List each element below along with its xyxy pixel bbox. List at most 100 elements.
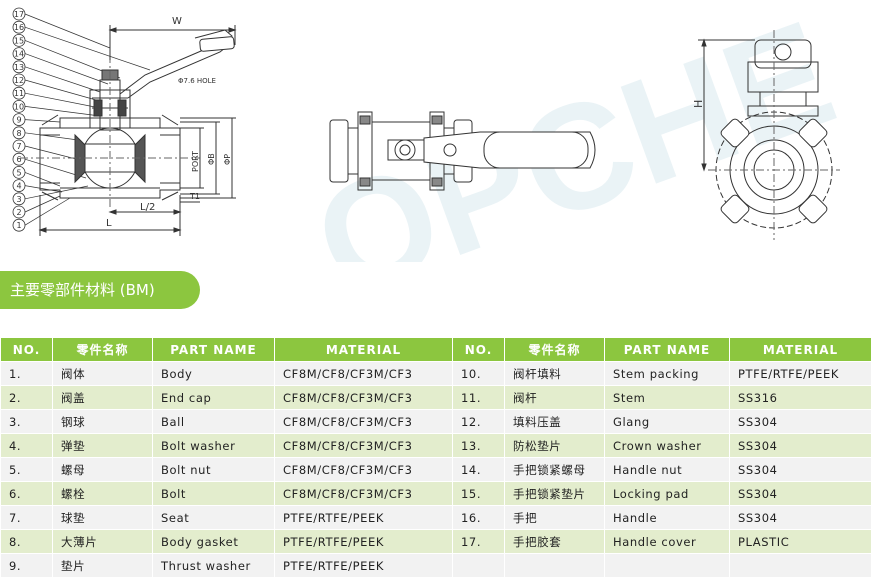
cell-part-name-cn-2 (504, 553, 605, 578)
balloon-label: 5 (16, 168, 21, 177)
balloon-label: 14 (14, 50, 24, 59)
part-balloon: 1 (12, 197, 71, 232)
balloon-label: 17 (14, 10, 24, 19)
header-no: NO. (0, 337, 53, 362)
watermark-text: OPCHE (295, 0, 854, 262)
balloon-label: 10 (14, 102, 24, 111)
cell-no: 9. (0, 553, 53, 578)
cell-material: PTFE/RTFE/PEEK (274, 505, 453, 530)
cell-part-name-cn: 球垫 (52, 505, 153, 530)
cell-part-name-cn-2: 阀杆 (504, 385, 605, 410)
header-material-2: MATERIAL (729, 337, 871, 362)
part-balloon: 2 (12, 195, 61, 219)
cell-material: CF8M/CF8/CF3M/CF3 (274, 361, 453, 386)
balloon-label: 16 (14, 23, 24, 32)
cell-no-2: 14. (452, 457, 505, 482)
cell-material-2: PTFE/RTFE/PEEK (729, 361, 871, 386)
part-balloon: 10 (12, 100, 101, 117)
part-balloon: 9 (12, 113, 61, 126)
balloon-label: 11 (14, 89, 24, 98)
cell-material: CF8M/CF8/CF3M/CF3 (274, 481, 453, 506)
cell-no: 3. (0, 409, 53, 434)
dim-w-label: W (172, 16, 182, 27)
cell-no-2: 16. (452, 505, 505, 530)
cell-material-2: SS304 (729, 433, 871, 458)
cell-part-name-cn: 垫片 (52, 553, 153, 578)
dim-b-label: ΦB (207, 153, 216, 165)
cell-part-name-2: Crown washer (604, 433, 730, 458)
parts-material-table: NO. 零件名称 PART NAME MATERIAL NO. 零件名称 PAR… (0, 337, 871, 578)
cell-part-name-cn: 螺栓 (52, 481, 153, 506)
dim-p-label: ΦP (223, 154, 232, 165)
balloon-label: 15 (14, 36, 24, 45)
cell-no-2: 15. (452, 481, 505, 506)
cell-part-name-cn: 弹垫 (52, 433, 153, 458)
cell-part-name-cn: 阀盖 (52, 385, 153, 410)
cell-material: CF8M/CF8/CF3M/CF3 (274, 433, 453, 458)
cell-no: 2. (0, 385, 53, 410)
side-view (329, 111, 596, 191)
header-part-name-cn: 零件名称 (52, 337, 153, 362)
part-balloon: 8 (12, 126, 79, 141)
balloon-label: 4 (16, 182, 21, 191)
cell-part-name: Body gasket (152, 529, 275, 554)
balloon-label: 9 (16, 116, 21, 125)
cell-part-name-2: Glang (604, 409, 730, 434)
cell-material: PTFE/RTFE/PEEK (274, 553, 453, 578)
header-part-name-cn-2: 零件名称 (504, 337, 605, 362)
header-part-name: PART NAME (152, 337, 275, 362)
part-balloon: 16 (12, 20, 151, 71)
cell-material-2: SS304 (729, 505, 871, 530)
cell-part-name-2: Stem packing (604, 361, 730, 386)
cell-part-name-cn-2: 手把 (504, 505, 605, 530)
cell-part-name-cn-2: 手把锁紧螺母 (504, 457, 605, 482)
cell-no: 7. (0, 505, 53, 530)
cell-part-name: Ball (152, 409, 275, 434)
cell-part-name: End cap (152, 385, 275, 410)
part-balloon: 17 (12, 7, 111, 49)
part-balloon: 12 (12, 73, 97, 101)
cell-part-name-cn-2: 阀杆填料 (504, 361, 605, 386)
cell-part-name: Seat (152, 505, 275, 530)
cell-part-name-2: Handle nut (604, 457, 730, 482)
section-title: 主要零部件材料 (BM) (10, 281, 155, 299)
cell-part-name: Bolt (152, 481, 275, 506)
cell-part-name: Bolt nut (152, 457, 275, 482)
balloon-label: 1 (16, 221, 21, 230)
balloon-label: 7 (16, 142, 21, 151)
cell-no: 5. (0, 457, 53, 482)
dim-l-label: L (106, 218, 112, 229)
balloon-label: 8 (16, 129, 21, 138)
cell-part-name-cn-2: 填料压盖 (504, 409, 605, 434)
cell-no-2: 17. (452, 529, 505, 554)
cell-part-name: Body (152, 361, 275, 386)
cell-material-2: PLASTIC (729, 529, 871, 554)
dim-port-label: PORT (191, 151, 200, 172)
header-material: MATERIAL (274, 337, 453, 362)
cell-no: 8. (0, 529, 53, 554)
cell-part-name: Thrust washer (152, 553, 275, 578)
cell-part-name-2: Handle cover (604, 529, 730, 554)
cell-no: 6. (0, 481, 53, 506)
cell-material-2: SS316 (729, 385, 871, 410)
cell-part-name-cn-2: 手把胶套 (504, 529, 605, 554)
balloon-label: 6 (16, 155, 21, 164)
part-balloon: 13 (12, 60, 101, 93)
cell-no-2: 12. (452, 409, 505, 434)
cell-no: 4. (0, 433, 53, 458)
cell-part-name-2: Stem (604, 385, 730, 410)
cell-no-2: 10. (452, 361, 505, 386)
cell-part-name-2: Locking pad (604, 481, 730, 506)
table-header-row: NO. 零件名称 PART NAME MATERIAL NO. 零件名称 PAR… (0, 337, 871, 362)
balloon-label: 2 (16, 208, 21, 217)
